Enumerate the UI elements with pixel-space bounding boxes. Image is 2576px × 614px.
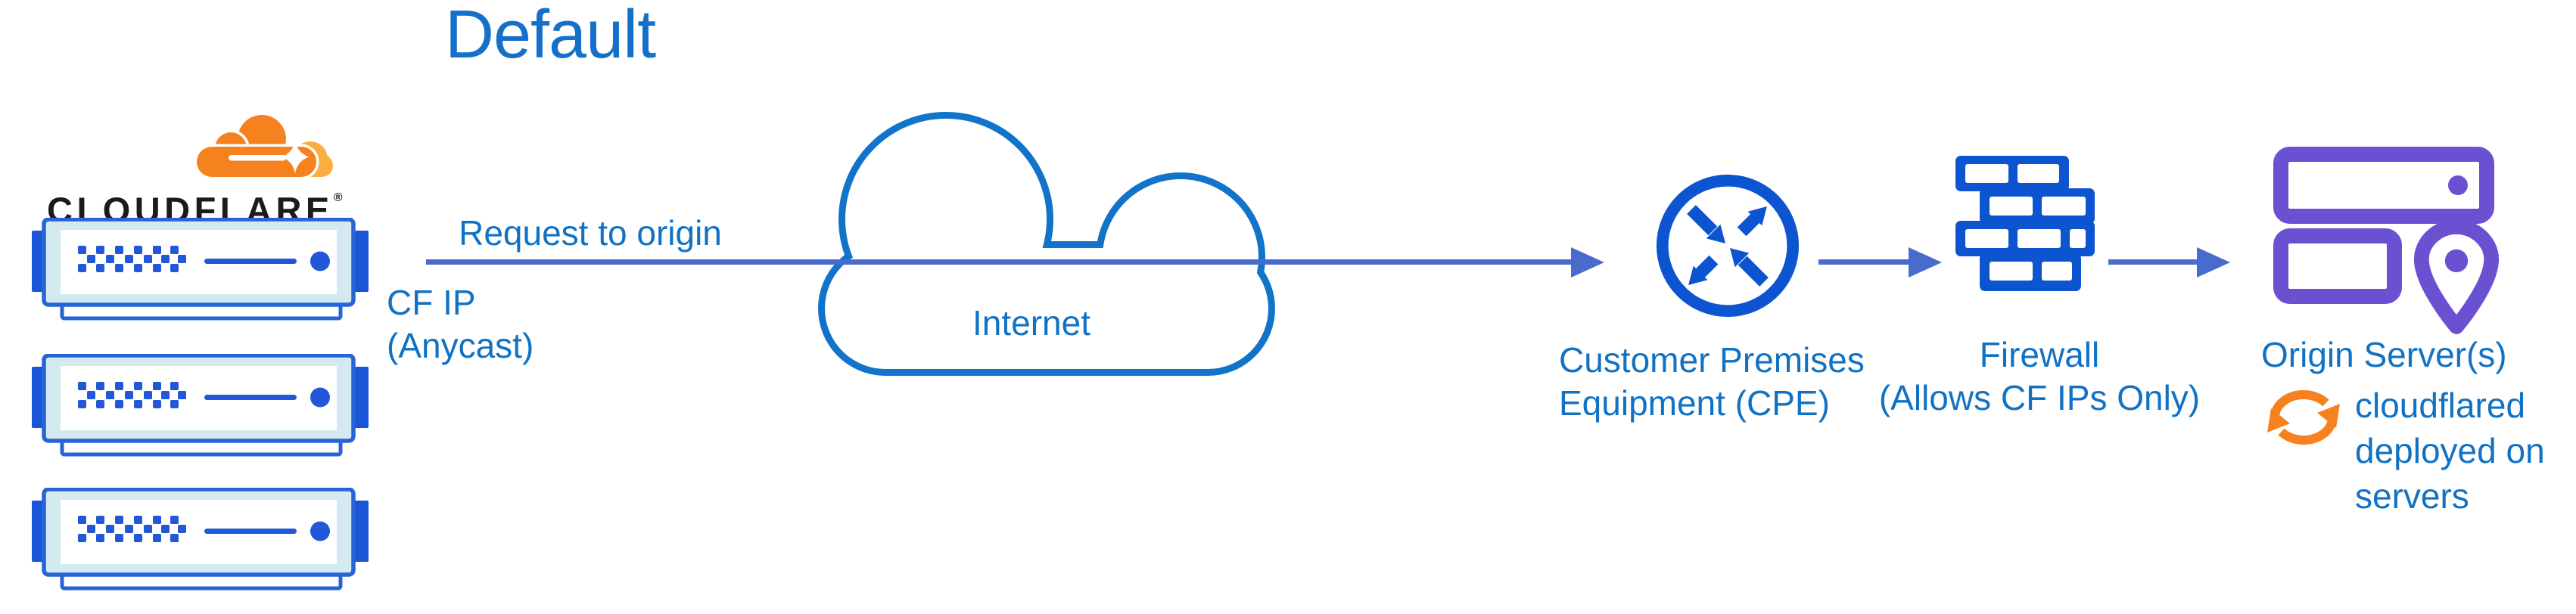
diagram-title: Default — [445, 0, 656, 73]
cloudflared-annotation: cloudflared deployed on servers — [2355, 386, 2545, 516]
origin-servers-location-icon — [2273, 147, 2500, 334]
registered-mark: ® — [333, 191, 343, 204]
sync-arrows-icon — [2267, 390, 2340, 445]
edge-server-icon — [32, 354, 369, 457]
request-to-origin-label: Request to origin — [459, 213, 722, 253]
internet-label: Internet — [972, 303, 1090, 343]
edge-server-icon — [32, 488, 369, 591]
flow-arrowhead-to-origin — [2197, 247, 2230, 278]
cpe-label: Customer Premises Equipment (CPE) — [1559, 340, 1865, 423]
cf-ip-anycast-label: CF IP (Anycast) — [387, 283, 534, 365]
flow-arrowhead-to-firewall — [1909, 247, 1942, 278]
flow-arrow-line-cpe-firewall — [1818, 259, 1911, 265]
cpe-router-icon — [1656, 174, 1800, 318]
edge-server-icon — [32, 218, 369, 321]
firewall-brick-icon — [1955, 156, 2095, 291]
flow-arrow-line-firewall-origin — [2108, 259, 2199, 265]
flow-arrow-line-request — [426, 259, 1573, 265]
internet-cloud-icon — [818, 112, 1275, 376]
origin-servers-label: Origin Server(s) — [2261, 335, 2507, 374]
flow-arrowhead-to-cpe — [1571, 247, 1604, 278]
cloudflare-logo-icon — [194, 112, 333, 180]
firewall-label: Firewall (Allows CF IPs Only) — [1878, 335, 2201, 417]
